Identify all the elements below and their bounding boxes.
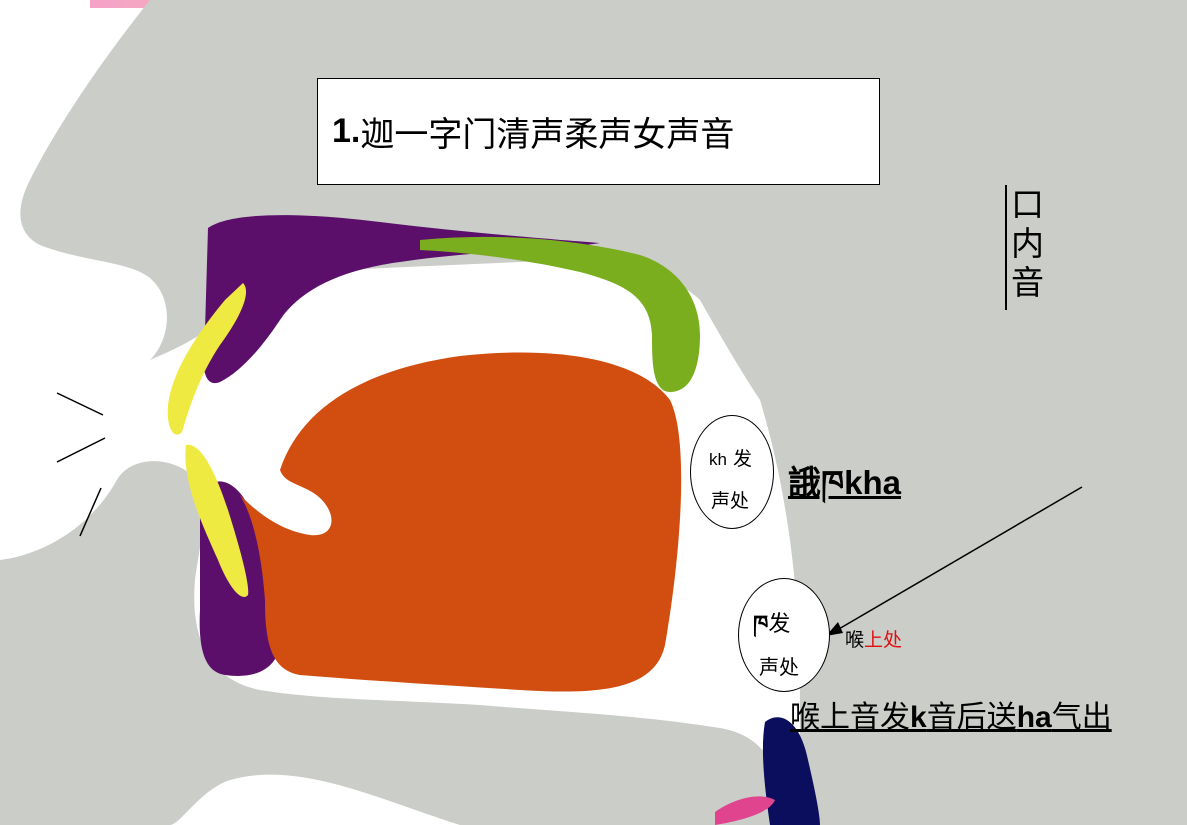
title-number: 1.: [332, 112, 361, 150]
hard-palate: [203, 215, 600, 384]
articulation-bubble-letter: ཁ发 声处: [738, 578, 830, 692]
throat-label: 喉上处: [845, 629, 903, 651]
tongue: [240, 352, 682, 692]
kha-label: 誐ཁkha: [788, 464, 901, 501]
title-text: 迦一字门清声柔声女声音: [360, 115, 735, 155]
vertical-char: 口: [1011, 185, 1044, 224]
bubble-line1: ཁ发: [753, 612, 791, 637]
breath-line: [79, 487, 102, 537]
bubble-line2: 声处: [759, 655, 799, 679]
arrowhead: [826, 622, 843, 636]
articulation-bubble-kh: kh 发 声处: [690, 415, 774, 529]
bubble-line2: 声处: [711, 490, 750, 512]
arrow-line: [831, 486, 1083, 634]
vertical-char: 内: [1011, 224, 1044, 263]
breath-line: [56, 437, 106, 463]
vertical-label: 口 内 音: [1005, 185, 1047, 310]
upper-lip: [167, 283, 247, 435]
epiglottis: [762, 717, 820, 825]
title-box: 1. 迦一字门清声柔声女声音: [317, 78, 880, 185]
lower-lip: [185, 444, 249, 597]
bubble-line1: kh 发: [709, 448, 753, 470]
breath-line: [56, 392, 104, 416]
pink-tissue: [715, 796, 775, 825]
soft-palate: [420, 236, 700, 392]
caption: 喉上音发k音后送ha气出: [790, 700, 1112, 735]
vertical-char: 音: [1011, 263, 1044, 302]
